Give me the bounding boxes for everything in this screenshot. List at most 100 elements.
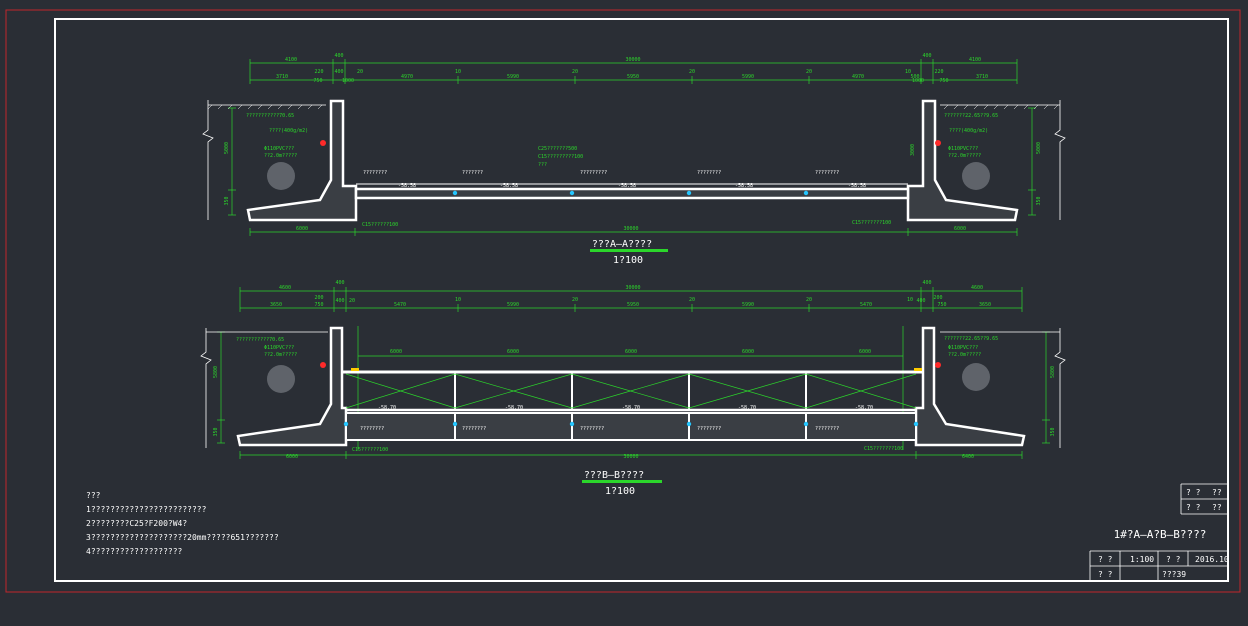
dim-a-mid-12: 4970 <box>852 74 864 80</box>
section-a-joint-1 <box>452 190 458 196</box>
a-right-label-0: ???????22.65??9.65 <box>944 113 998 119</box>
section-a-joint-3 <box>686 190 692 196</box>
section-a-title: ???A—A???? <box>592 239 652 250</box>
b-left-label-1: Φ110PVC??? <box>264 345 294 351</box>
dim-b-mid-6: 10 <box>455 297 461 303</box>
dim-b-mid-1: 200 <box>314 295 323 301</box>
a-right-label-2: Φ110PVC??? <box>948 146 978 152</box>
section-b-left-wall <box>236 326 348 447</box>
dim-b-strut-2: 6000 <box>625 349 637 355</box>
dim-b-mid-2: 750 <box>314 302 323 308</box>
a-cell-2: ????????? <box>580 170 607 176</box>
b-bottom-right-label: C15???????100 <box>864 446 903 452</box>
a-left-label-3: ??2.0m????? <box>264 153 297 159</box>
dim-b-mid-7: 5990 <box>507 302 519 308</box>
dim-b-mid-13: 5470 <box>860 302 872 308</box>
dim-a-top-4: 4100 <box>969 57 981 63</box>
a-center-label-1: C15?????????100 <box>538 154 583 160</box>
b-cell-0: ???????? <box>462 426 486 432</box>
dim-a-bottom-2: 6000 <box>954 226 966 232</box>
dim-b-top-3: 400 <box>922 280 931 286</box>
b-right-label-0: ???????22.65??9.65 <box>944 336 998 342</box>
dim-a-side-right-2: 3000 <box>910 144 916 156</box>
b-cell-2: ???????? <box>697 426 721 432</box>
drawing-no-value: ???39 <box>1162 570 1186 579</box>
a-cell-3: ???????? <box>697 170 721 176</box>
section-a-left-drain-marker <box>320 140 326 146</box>
scale-label: ? ? <box>1098 555 1113 564</box>
section-b-labels: ???????????70.65 Φ110PVC??? ??2.0m????? … <box>236 336 998 453</box>
dim-a-top-2: 30000 <box>625 57 640 63</box>
section-b-break-marks <box>200 328 1066 448</box>
dim-a-mid-9: 20 <box>689 69 695 75</box>
dim-a-top-0: 4100 <box>285 57 297 63</box>
dim-b-side-right-0: 5800 <box>1050 366 1056 378</box>
dim-a-mid-0: 3710 <box>276 74 288 80</box>
section-a-right-drain-marker <box>935 140 941 146</box>
dim-b-strut-1: 6000 <box>507 349 519 355</box>
dim-b-mid-15: 400 <box>916 298 925 304</box>
dim-b-strut-0: 6000 <box>390 349 402 355</box>
section-a-scale: 1?100 <box>613 255 643 266</box>
date-label: ? ? <box>1166 555 1181 564</box>
section-a-break-marks <box>202 100 1066 220</box>
section-a-labels: ???????????70.65 ????(400g/m2) Φ110PVC??… <box>246 113 998 228</box>
dim-a-mid-6: 5990 <box>507 74 519 80</box>
b-left-label-0: ???????????70.65 <box>236 337 284 343</box>
dim-a-bottom-0: 6000 <box>296 226 308 232</box>
a-center-label-2: ??? <box>538 162 547 168</box>
dim-b-mid-14: 10 <box>907 297 913 303</box>
dim-a-sub-2: 1000 <box>912 78 924 84</box>
dim-b-bottom-1: 30000 <box>623 454 638 460</box>
dim-b-bottom-0: 6000 <box>286 454 298 460</box>
drawing-no-label: ? ? <box>1098 570 1113 579</box>
section-b-right-yellow-marker <box>914 368 922 371</box>
b-cell-1: ???????? <box>580 426 604 432</box>
b-elev-0: -58.70 <box>378 405 396 411</box>
notes-line-2: 2????????C25?F200?W4? <box>86 519 187 528</box>
a-bottom-left-label: C15??????100 <box>362 222 398 228</box>
a-elev-1: -58.58 <box>500 183 518 189</box>
dim-b-top-2: 30000 <box>625 285 640 291</box>
notes-line-3: 3????????????????????20mm?????651??????? <box>86 533 279 542</box>
dim-a-side-right-0: 5000 <box>1036 142 1042 154</box>
b-right-label-2: ??2.0m????? <box>948 352 981 358</box>
section-b-left-gravel <box>267 365 295 393</box>
a-left-label-2: Φ110PVC??? <box>264 146 294 152</box>
section-a-channel-floor <box>354 187 910 200</box>
section-b-channel-floor <box>345 412 917 441</box>
a-cell-1: ??????? <box>462 170 483 176</box>
a-cell-4: ???????? <box>815 170 839 176</box>
dim-b-strut-3: 6000 <box>742 349 754 355</box>
drawing-title: 1#?A—A?B—B???? <box>1114 528 1207 541</box>
dim-b-top-4: 4600 <box>971 285 983 291</box>
dim-a-bottom-1: 30000 <box>623 226 638 232</box>
dim-b-mid-12: 20 <box>806 297 812 303</box>
a-elev-4: -58.58 <box>848 183 866 189</box>
section-b-right-wall <box>914 326 1026 447</box>
dim-a-mid-3: 20 <box>357 69 363 75</box>
b-bottom-left-label: C15??????100 <box>352 447 388 453</box>
dim-a-top-1: 400 <box>334 53 343 59</box>
dim-b-mid-18: 3650 <box>979 302 991 308</box>
section-a-ground-hatch <box>207 104 1059 110</box>
a-right-label-3: ??2.0m????? <box>948 153 981 159</box>
dim-b-side-left-1: 350 <box>213 427 219 436</box>
section-b-right-drain-marker <box>935 362 941 368</box>
dim-b-top-1: 400 <box>335 280 344 286</box>
dim-b-bottom-2: 6400 <box>962 454 974 460</box>
dim-b-mid-0: 3650 <box>270 302 282 308</box>
section-b-title: ???B—B???? <box>584 470 644 481</box>
dim-b-mid-3: 400 <box>335 298 344 304</box>
dim-a-mid-16: 3710 <box>976 74 988 80</box>
dim-b-strut-4: 6000 <box>859 349 871 355</box>
title-row1-label: ? ? <box>1186 488 1201 497</box>
dim-b-top-0: 4600 <box>279 285 291 291</box>
section-a-top-dimension-lines <box>228 59 1036 236</box>
b-cell-4: ???????? <box>360 426 384 432</box>
dim-a-side-left-0: 5000 <box>224 142 230 154</box>
dim-a-mid-5: 10 <box>455 69 461 75</box>
title-row2-label: ? ? <box>1186 503 1201 512</box>
dim-a-mid-15: 220 <box>934 69 943 75</box>
